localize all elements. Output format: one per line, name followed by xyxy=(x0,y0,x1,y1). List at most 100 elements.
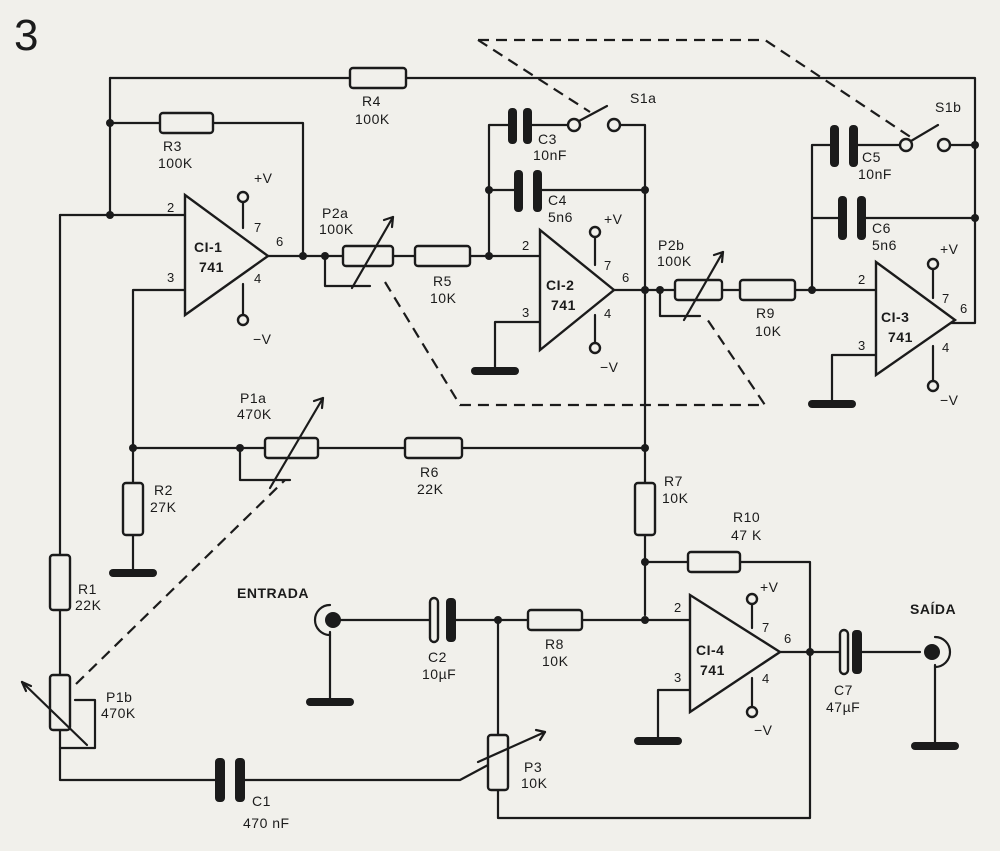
svg-text:10K: 10K xyxy=(662,490,689,506)
figure-number: 3 xyxy=(14,11,38,60)
opamp-label: CI-1 xyxy=(194,239,222,255)
svg-text:+V: +V xyxy=(254,170,273,186)
resistor-r7: R8 10K xyxy=(526,608,584,669)
switch-s1a: S1a xyxy=(566,90,656,133)
svg-text:C7: C7 xyxy=(834,682,853,698)
svg-text:3: 3 xyxy=(858,338,865,353)
resistor-r8: R7 10K xyxy=(633,473,689,537)
resistor-r5: R5 10K xyxy=(413,244,472,306)
svg-text:47 K: 47 K xyxy=(731,527,762,543)
output-label: SAÍDA xyxy=(910,601,956,617)
svg-text:100K: 100K xyxy=(657,253,692,269)
resistor-r2: R2 27K xyxy=(121,481,177,537)
svg-text:2: 2 xyxy=(858,272,865,287)
capacitor-c6: C6 5n6 xyxy=(838,196,897,253)
capacitor-c7: C7 47µF xyxy=(826,628,862,715)
resistor-r4: R4 100K xyxy=(348,66,408,127)
svg-text:R1: R1 xyxy=(78,581,97,597)
resistor-r10: R10 47 K xyxy=(686,509,762,574)
svg-text:10nF: 10nF xyxy=(533,147,567,163)
input-label: ENTRADA xyxy=(237,585,309,601)
switch-s1b: S1b xyxy=(898,99,961,153)
svg-text:C6: C6 xyxy=(872,220,891,236)
svg-text:P1a: P1a xyxy=(240,390,266,406)
svg-text:7: 7 xyxy=(254,220,261,235)
wires xyxy=(58,76,977,820)
svg-text:R6: R6 xyxy=(420,464,439,480)
svg-text:−V: −V xyxy=(754,722,773,738)
potentiometer-p3: P3 10K xyxy=(476,728,548,792)
potentiometer-p1b: P1b 470K xyxy=(20,673,136,747)
svg-text:3: 3 xyxy=(167,270,174,285)
svg-text:P2a: P2a xyxy=(322,205,348,221)
svg-text:C1: C1 xyxy=(252,793,271,809)
capacitor-c3: C3 10nF xyxy=(508,108,567,163)
svg-text:7: 7 xyxy=(604,258,611,273)
svg-text:100K: 100K xyxy=(355,111,390,127)
svg-text:C5: C5 xyxy=(862,149,881,165)
svg-text:470K: 470K xyxy=(101,705,136,721)
svg-text:R8: R8 xyxy=(545,636,564,652)
svg-text:2: 2 xyxy=(167,200,174,215)
svg-text:4: 4 xyxy=(942,340,949,355)
svg-text:R2: R2 xyxy=(154,482,173,498)
opamp-ci4: CI-4 741 2 3 6 7 +V 4 −V xyxy=(674,579,791,738)
svg-text:10K: 10K xyxy=(430,290,457,306)
svg-text:47µF: 47µF xyxy=(826,699,860,715)
svg-text:R7: R7 xyxy=(664,473,683,489)
svg-text:5n6: 5n6 xyxy=(548,209,573,225)
opamp-label: CI-2 xyxy=(546,277,574,293)
opamp-label: CI-4 xyxy=(696,642,724,658)
svg-text:P1b: P1b xyxy=(106,689,132,705)
svg-text:R5: R5 xyxy=(433,273,452,289)
potentiometer-p1a: P1a 470K xyxy=(237,390,325,490)
svg-text:470K: 470K xyxy=(237,406,272,422)
opamp-ci2: CI-2 741 2 3 6 7 +V 4 −V xyxy=(522,211,629,375)
resistor-r6: R6 22K xyxy=(403,436,464,497)
ground-symbols xyxy=(109,367,959,750)
svg-text:+V: +V xyxy=(760,579,779,595)
svg-text:27K: 27K xyxy=(150,499,177,515)
svg-text:3: 3 xyxy=(522,305,529,320)
svg-text:2: 2 xyxy=(674,600,681,615)
svg-text:4: 4 xyxy=(762,671,769,686)
svg-text:−V: −V xyxy=(600,359,619,375)
capacitor-c4: C4 5n6 xyxy=(514,170,573,225)
svg-text:10K: 10K xyxy=(521,775,548,791)
svg-text:7: 7 xyxy=(942,291,949,306)
svg-text:+V: +V xyxy=(940,241,959,257)
svg-text:P3: P3 xyxy=(524,759,542,775)
svg-text:R9: R9 xyxy=(756,305,775,321)
svg-text:7: 7 xyxy=(762,620,769,635)
svg-text:P2b: P2b xyxy=(658,237,684,253)
svg-text:22K: 22K xyxy=(417,481,444,497)
svg-text:10K: 10K xyxy=(542,653,569,669)
svg-text:C2: C2 xyxy=(428,649,447,665)
svg-text:100K: 100K xyxy=(319,221,354,237)
svg-text:3: 3 xyxy=(674,670,681,685)
svg-text:C3: C3 xyxy=(538,131,557,147)
svg-text:S1b: S1b xyxy=(935,99,961,115)
resistor-r9: R9 10K xyxy=(738,278,797,339)
svg-text:6: 6 xyxy=(784,631,791,646)
svg-text:+V: +V xyxy=(604,211,623,227)
opamp-part: 741 xyxy=(551,297,576,313)
opamp-part: 741 xyxy=(199,259,224,275)
output-jack: SAÍDA xyxy=(910,601,956,669)
opamp-part: 741 xyxy=(888,329,913,345)
opamp-part: 741 xyxy=(700,662,725,678)
svg-text:C4: C4 xyxy=(548,192,567,208)
capacitor-c2: C2 10µF xyxy=(422,596,456,682)
opamp-ci1: CI-1 741 2 3 6 7 +V 4 −V xyxy=(167,170,283,347)
svg-text:470 nF: 470 nF xyxy=(243,815,290,831)
svg-text:4: 4 xyxy=(254,271,261,286)
opamp-ci3: CI-3 741 2 3 6 7 +V 4 −V xyxy=(858,241,967,408)
svg-text:6: 6 xyxy=(276,234,283,249)
svg-text:6: 6 xyxy=(960,301,967,316)
capacitor-c5: C5 10nF xyxy=(830,125,891,182)
opamp-label: CI-3 xyxy=(881,309,909,325)
potentiometer-p2b: P2b 100K xyxy=(657,237,725,322)
svg-text:5n6: 5n6 xyxy=(872,237,897,253)
